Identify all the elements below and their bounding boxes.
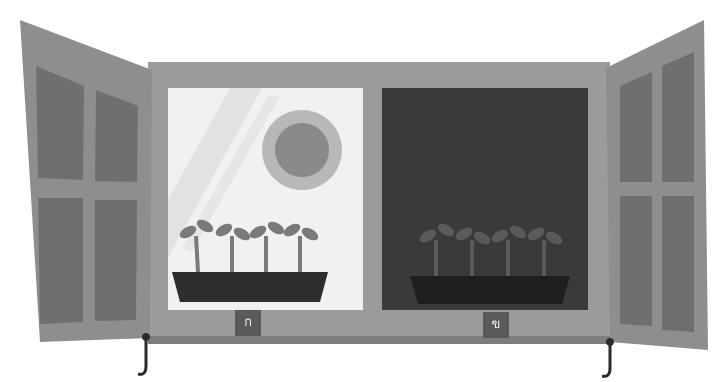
panel-label-left: ก — [235, 310, 261, 336]
panel-label-right: ข — [483, 312, 509, 338]
right-shutter — [606, 20, 708, 350]
window-sill — [148, 336, 610, 344]
sun-icon — [262, 110, 342, 190]
left-shutter — [20, 20, 152, 342]
left-hook-icon — [138, 333, 150, 374]
